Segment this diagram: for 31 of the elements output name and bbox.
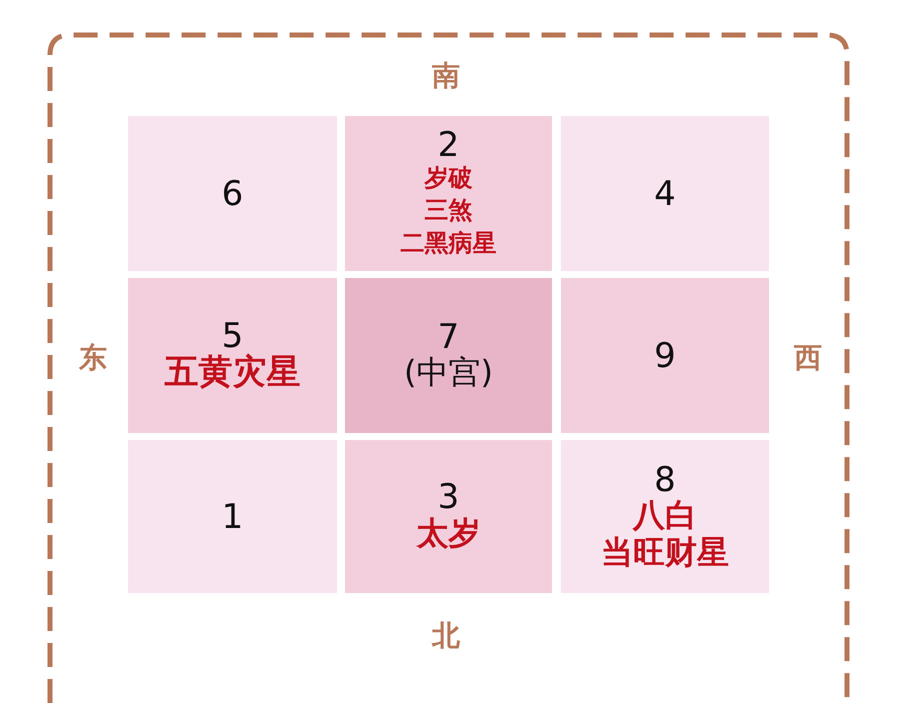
star-name: 当旺财星 xyxy=(601,534,729,570)
direction-label: 东 xyxy=(79,342,107,374)
cell-number: 9 xyxy=(654,338,676,372)
grid-cell xyxy=(128,440,337,593)
star-name: 八白 xyxy=(633,496,697,534)
star-name: 三煞 xyxy=(424,195,472,226)
grid-cell xyxy=(128,116,337,271)
direction-label: 北 xyxy=(432,620,460,652)
grid-cell xyxy=(345,278,552,433)
grid-cell xyxy=(561,440,769,593)
star-name: 太岁 xyxy=(416,514,480,553)
direction-label: 南 xyxy=(432,60,460,92)
cell-number: 8 xyxy=(654,462,676,497)
grid-cell xyxy=(561,116,769,271)
cell-number: 7 xyxy=(438,320,460,354)
grid-cell xyxy=(128,278,337,433)
cell-number: 1 xyxy=(222,500,244,534)
cell-number: 3 xyxy=(438,480,460,514)
dashed-frame xyxy=(47,32,850,703)
cell-number: 2 xyxy=(438,128,460,162)
cell-number: 4 xyxy=(654,176,676,210)
star-name: 岁破 xyxy=(424,162,472,194)
grid-cell xyxy=(345,116,552,271)
star-name: 五黄灾星 xyxy=(164,352,300,392)
star-name: 二黑病星 xyxy=(400,228,496,259)
palace-name: (中宫) xyxy=(404,354,493,391)
cell-number: 6 xyxy=(222,176,244,210)
grid-cell xyxy=(561,278,769,433)
grid-cell xyxy=(345,440,552,593)
direction-label: 西 xyxy=(794,342,822,374)
cell-number: 5 xyxy=(222,318,244,353)
